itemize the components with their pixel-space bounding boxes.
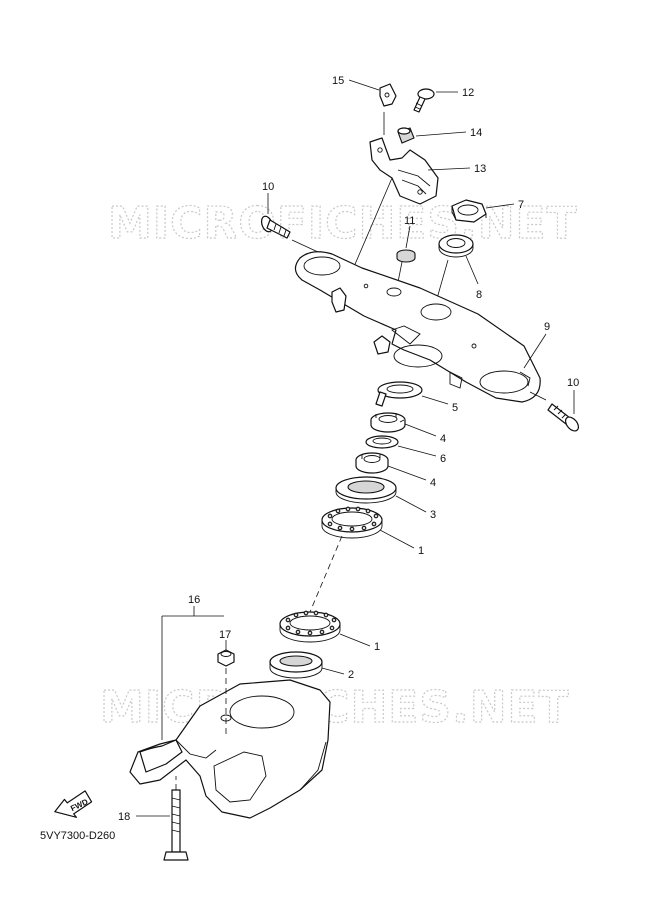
callout-15: 15 (332, 75, 344, 87)
leader-8 (465, 255, 479, 285)
leader-13 (427, 167, 471, 171)
callout-9: 9 (544, 321, 550, 333)
part-1-bearing-upper[interactable] (321, 506, 383, 539)
callout-6: 6 (440, 453, 446, 465)
watermark-top: MICROFICHES.NET (108, 198, 578, 249)
callout-7: 7 (518, 199, 524, 211)
callout-10-right: 10 (567, 377, 579, 389)
leader-5 (421, 395, 449, 405)
part-10-bolt-upper[interactable] (260, 215, 291, 239)
callout-17: 17 (219, 629, 231, 641)
part-15-clip[interactable] (379, 83, 397, 107)
leader-7 (485, 203, 515, 209)
callout-5: 5 (452, 402, 458, 414)
part-17-nut[interactable] (217, 649, 235, 667)
part-5-lock-washer[interactable] (375, 381, 423, 407)
part-1-bearing-lower[interactable] (279, 610, 341, 643)
callout-14: 14 (470, 127, 482, 139)
leader-2 (321, 667, 345, 675)
callout-16: 16 (188, 594, 200, 606)
leader-11 (405, 225, 411, 249)
callout-8: 8 (476, 289, 482, 301)
leader-4a (404, 423, 437, 437)
part-9-upper-crown[interactable] (294, 251, 541, 403)
callout-11: 11 (404, 215, 415, 227)
leader-10a-axis (291, 239, 319, 253)
part-14-collar[interactable] (397, 127, 415, 144)
part-18-bolt[interactable] (163, 789, 189, 861)
leader-9 (523, 333, 547, 369)
leader-1a (379, 529, 415, 549)
leader-4b (387, 465, 427, 481)
part-11-plug[interactable] (396, 249, 416, 263)
part-2-seal[interactable] (269, 651, 323, 679)
callout-13: 13 (474, 163, 486, 175)
callout-4-upper: 4 (440, 433, 446, 445)
part-3-cover[interactable] (335, 476, 397, 504)
leader-1b (339, 633, 371, 647)
leader-15 (348, 79, 380, 91)
part-4-ring-nut-upper[interactable] (370, 412, 406, 433)
callout-4-lower: 4 (430, 477, 436, 489)
callout-3: 3 (430, 509, 436, 521)
callout-1-lower: 1 (374, 641, 380, 653)
part-7-nut[interactable] (451, 199, 487, 223)
part-12-screw[interactable] (413, 88, 435, 113)
watermark-bottom: MICROFICHES.NET (100, 682, 570, 733)
part-8-washer[interactable] (438, 234, 474, 258)
part-16-lower-bracket[interactable] (129, 679, 331, 819)
steering-axis (309, 535, 343, 613)
callout-1-upper: 1 (418, 545, 424, 557)
leader-3 (395, 495, 427, 513)
part-10-bolt-right[interactable] (547, 403, 581, 433)
fwd-arrow-icon: FWD (54, 790, 93, 818)
part-13-bracket[interactable] (369, 137, 439, 205)
callout-2: 2 (348, 669, 354, 681)
callout-18: 18 (118, 811, 130, 823)
callout-12: 12 (462, 87, 474, 99)
diagram-code: 5VY7300-D260 (40, 830, 116, 842)
leader-10b-axis (529, 391, 547, 401)
callout-10-upper: 10 (262, 181, 274, 193)
leader-8-down (435, 259, 449, 303)
leader-6 (397, 445, 437, 457)
part-4-ring-nut-lower[interactable] (355, 452, 389, 474)
part-6-washer[interactable] (365, 435, 399, 449)
leader-14 (415, 131, 467, 137)
leader-16-bracket (161, 615, 224, 740)
